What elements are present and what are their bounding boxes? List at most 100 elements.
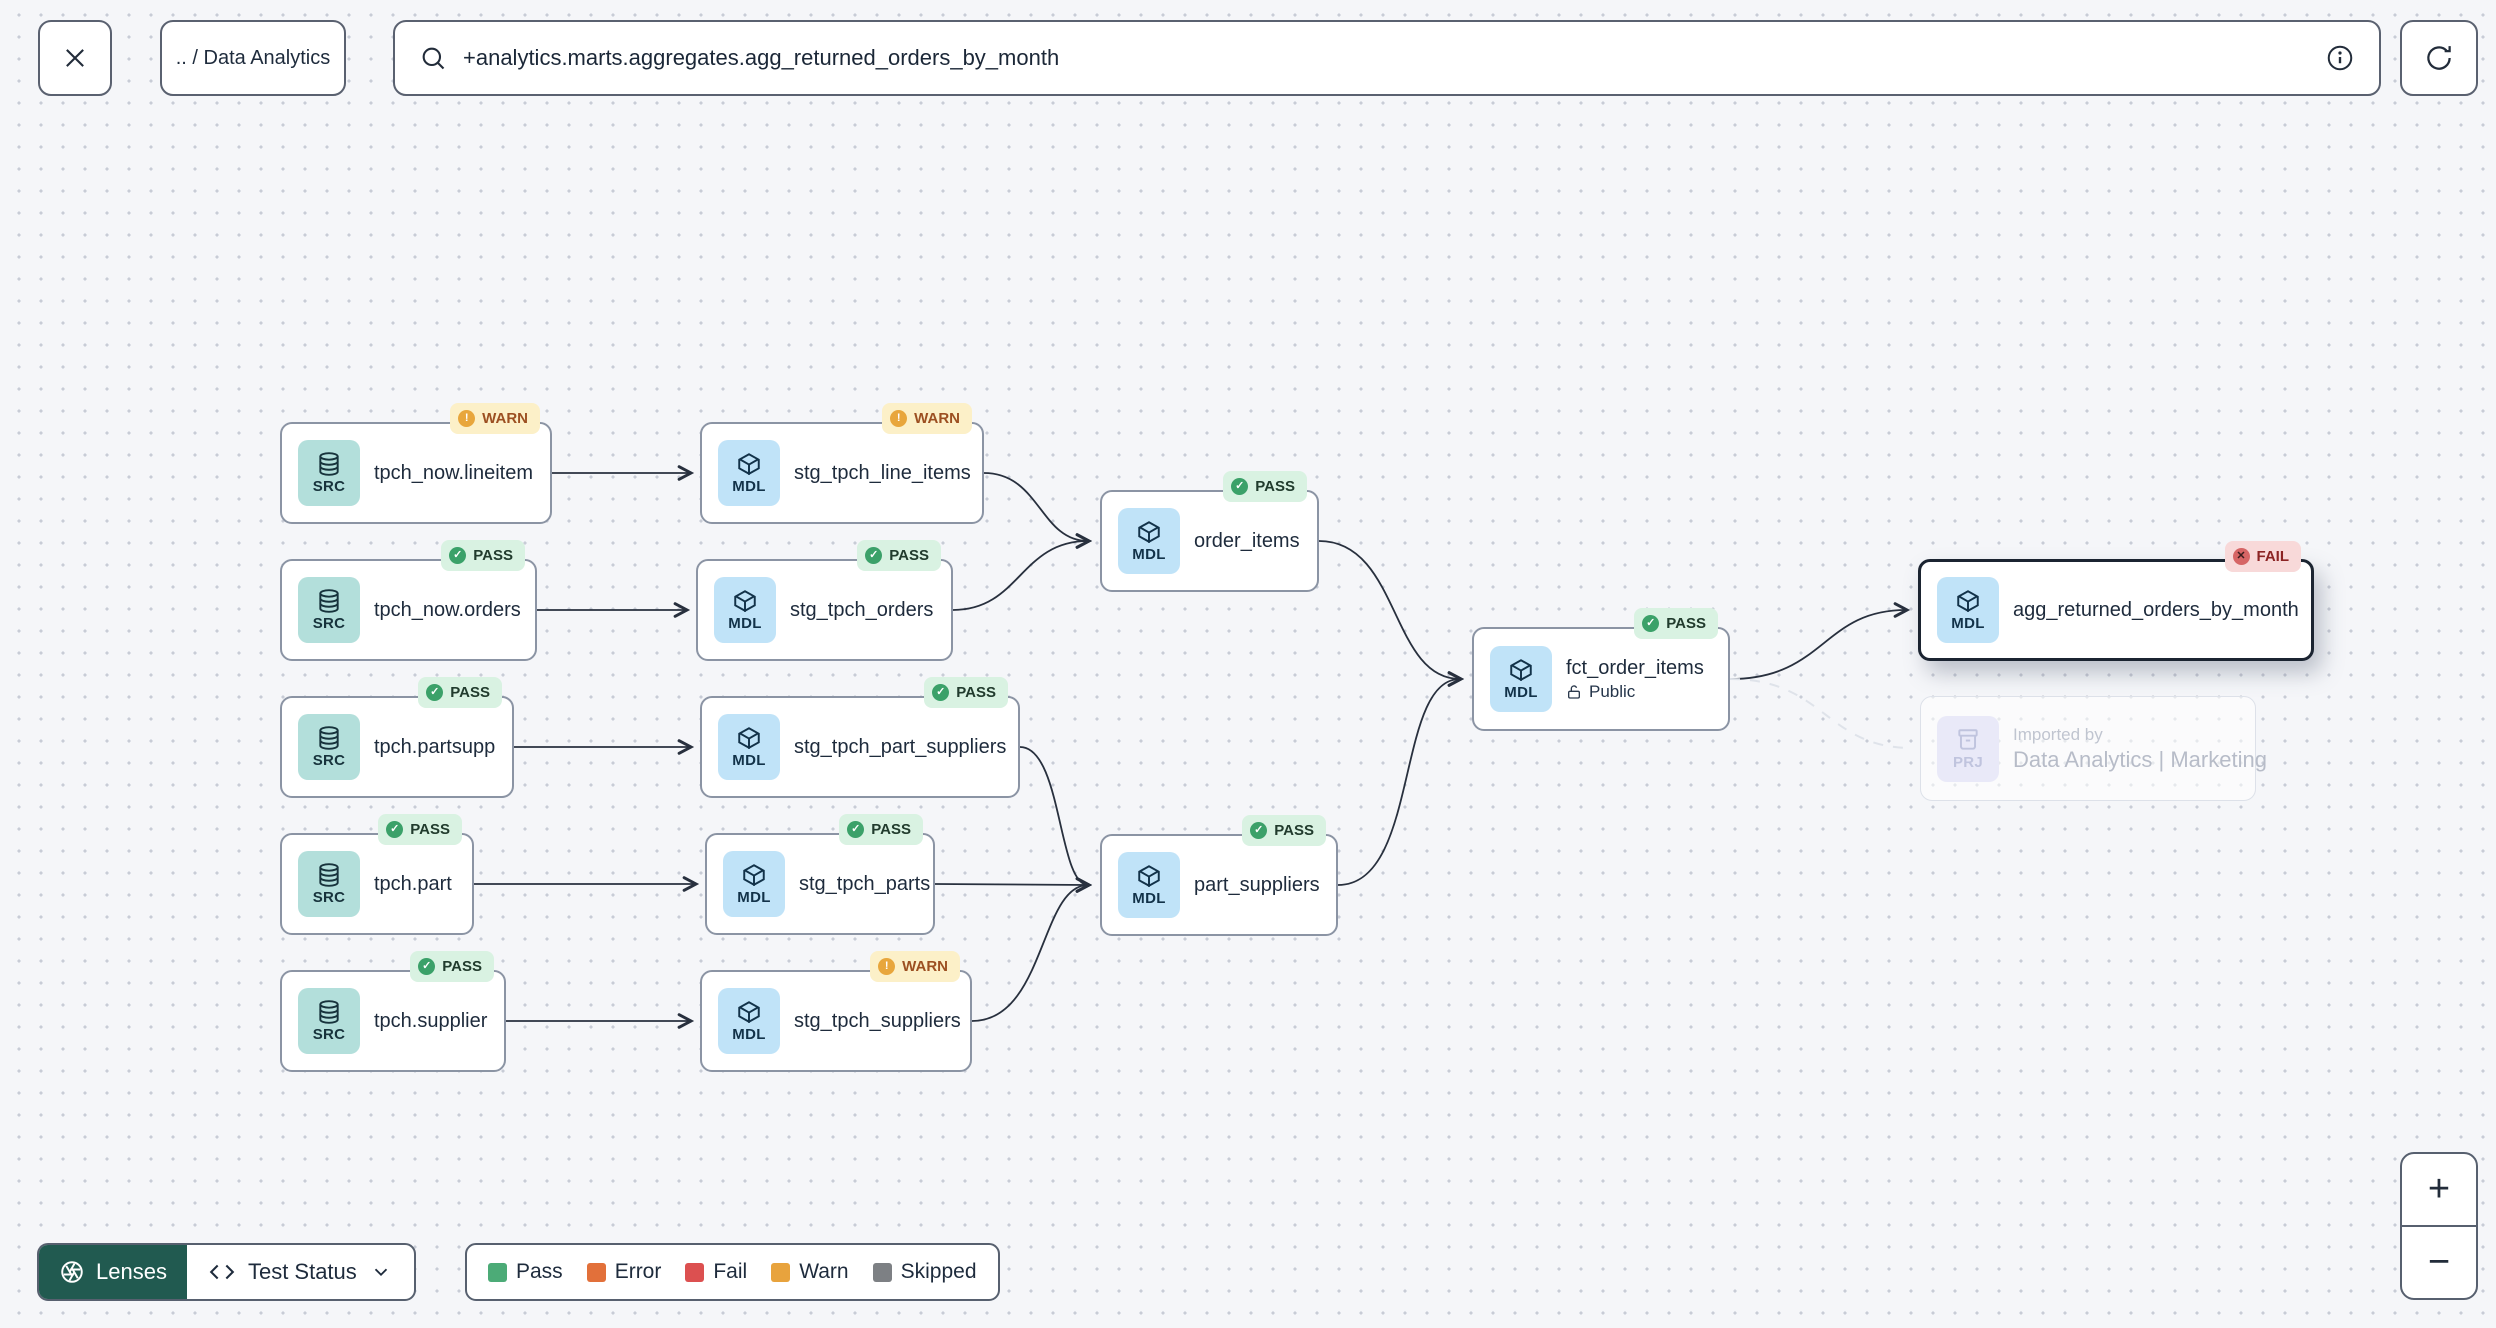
zoom-in-button[interactable]: + — [2427, 1168, 2451, 1210]
status-label: PASS — [1274, 822, 1314, 839]
cube-icon — [738, 453, 760, 475]
node-imported-by-project[interactable]: PRJ Imported by Data Analytics | Marketi… — [1920, 696, 2267, 801]
error-swatch — [586, 1262, 606, 1282]
zoom-out-button[interactable]: − — [2402, 1225, 2476, 1298]
node-tpch-part[interactable]: ✓ PASS SRC tpch.part — [280, 814, 474, 935]
database-icon — [319, 1000, 339, 1024]
status-label: WARN — [902, 958, 948, 975]
refresh-icon — [2427, 46, 2451, 70]
warn-icon: ! — [890, 410, 908, 427]
node-order-items[interactable]: ✓ PASS MDL order_items — [1100, 471, 1319, 592]
imported-by-title: Imported by — [2013, 724, 2103, 744]
status-label: PASS — [871, 821, 911, 838]
node-stg-tpch-orders[interactable]: ✓ PASS MDL stg_tpch_orders — [696, 540, 953, 661]
model-type-icon: MDL — [718, 714, 780, 780]
cube-icon — [1138, 865, 1160, 887]
visibility-label: Public — [1589, 681, 1636, 701]
status-badge: ✓ PASS — [1242, 815, 1326, 846]
edge-imported-dashed — [1729, 678, 1913, 749]
status-badge: ✓ PASS — [378, 814, 462, 845]
status-label: PASS — [410, 821, 450, 838]
breadcrumb[interactable]: .. / Data Analytics — [160, 20, 346, 96]
node-label: agg_returned_orders_by_month — [2013, 598, 2299, 621]
edge — [934, 877, 1093, 893]
edge — [983, 472, 1093, 549]
node-tpch-now-orders[interactable]: ✓ PASS SRC tpch_now.orders — [280, 540, 537, 661]
status-label: PASS — [1666, 615, 1706, 632]
status-badge: ! WARN — [450, 403, 540, 434]
node-stg-tpch-line-items[interactable]: ! WARN MDL stg_tpch_line_items — [700, 403, 984, 524]
node-stg-tpch-part-suppliers[interactable]: ✓ PASS MDL stg_tpch_part_suppliers — [700, 677, 1020, 798]
edge-group — [474, 465, 1911, 1029]
info-icon[interactable] — [2325, 43, 2355, 73]
status-badge: ✓ PASS — [418, 677, 502, 708]
model-type-icon: MDL — [1490, 646, 1552, 712]
node-stg-tpch-parts[interactable]: ✓ PASS MDL stg_tpch_parts — [705, 814, 935, 935]
cube-icon — [1510, 659, 1532, 681]
database-icon — [319, 452, 339, 476]
model-type-icon: MDL — [1118, 508, 1180, 574]
model-type-icon: MDL — [723, 851, 785, 917]
database-icon — [319, 589, 339, 613]
zoom-controls: + − — [2400, 1152, 2478, 1300]
lenses-control: Lenses Test Status — [37, 1243, 416, 1301]
close-button[interactable] — [38, 20, 112, 96]
status-label: PASS — [442, 958, 482, 975]
status-badge: ✓ PASS — [1223, 471, 1307, 502]
project-type-icon: PRJ — [1937, 715, 1999, 782]
status-badge: ✓ PASS — [1634, 608, 1718, 639]
node-fct-order-items[interactable]: ✓ PASS MDL fct_order_items Public — [1472, 608, 1730, 731]
edge — [971, 877, 1093, 1022]
breadcrumb-label: .. / Data Analytics — [175, 46, 331, 69]
node-part-suppliers[interactable]: ✓ PASS MDL part_suppliers — [1100, 815, 1338, 936]
status-label: PASS — [473, 547, 513, 564]
cube-icon — [1138, 521, 1160, 543]
legend-item-pass: Pass — [488, 1260, 563, 1284]
lens-selector-dropdown[interactable]: Test Status — [187, 1245, 414, 1299]
source-type-icon: SRC — [298, 988, 360, 1054]
model-type-icon: MDL — [1937, 577, 1999, 643]
edge — [1318, 540, 1465, 687]
node-label: tpch.part — [374, 872, 452, 895]
node-label: stg_tpch_part_suppliers — [794, 735, 1007, 758]
source-type-icon: SRC — [298, 714, 360, 780]
close-icon — [66, 49, 84, 67]
status-label: WARN — [482, 410, 528, 427]
node-tpch-supplier[interactable]: ✓ PASS SRC tpch.supplier — [280, 951, 506, 1072]
status-label: PASS — [956, 684, 996, 701]
status-badge: ✓ PASS — [441, 540, 525, 571]
lenses-button[interactable]: Lenses — [39, 1245, 187, 1299]
node-label: Data Analytics | Marketing — [2013, 746, 2267, 772]
check-icon: ✓ — [386, 821, 404, 838]
node-label: stg_tpch_suppliers — [794, 1009, 961, 1032]
test-status-legend: Pass Error Fail Warn Skipped — [465, 1243, 1000, 1301]
status-badge: ✕ FAIL — [2224, 541, 2301, 572]
legend-item-skipped: Skipped — [872, 1260, 977, 1284]
fail-swatch — [685, 1262, 705, 1282]
status-label: PASS — [450, 684, 490, 701]
selector-input[interactable] — [463, 45, 2309, 71]
check-icon: ✓ — [1250, 822, 1268, 839]
status-label: PASS — [889, 547, 929, 564]
check-icon: ✓ — [865, 547, 883, 564]
node-tpch-now-lineitem[interactable]: ! WARN SRC tpch_now.lineitem — [280, 403, 552, 524]
cube-icon — [743, 864, 765, 886]
node-agg-returned-orders-by-month[interactable]: ✕ FAIL MDL agg_returned_orders_by_month — [1918, 541, 2314, 661]
node-stg-tpch-suppliers[interactable]: ! WARN MDL stg_tpch_suppliers — [700, 951, 972, 1072]
node-label: stg_tpch_orders — [790, 598, 934, 621]
node-label: tpch_now.orders — [374, 598, 521, 621]
refresh-button[interactable] — [2400, 20, 2478, 96]
legend-item-warn: Warn — [771, 1260, 849, 1284]
lineage-selector-bar[interactable] — [393, 20, 2381, 96]
node-label: order_items — [1194, 529, 1300, 552]
legend-item-error: Error — [586, 1260, 661, 1284]
database-icon — [319, 726, 339, 750]
node-tpch-partsupp[interactable]: ✓ PASS SRC tpch.partsupp — [280, 677, 514, 798]
visibility-row: Public — [1566, 682, 1704, 702]
edge — [1729, 602, 1911, 680]
model-type-icon: MDL — [718, 440, 780, 506]
database-icon — [319, 863, 339, 887]
unlock-icon — [1568, 684, 1580, 699]
fail-icon: ✕ — [2232, 548, 2250, 565]
